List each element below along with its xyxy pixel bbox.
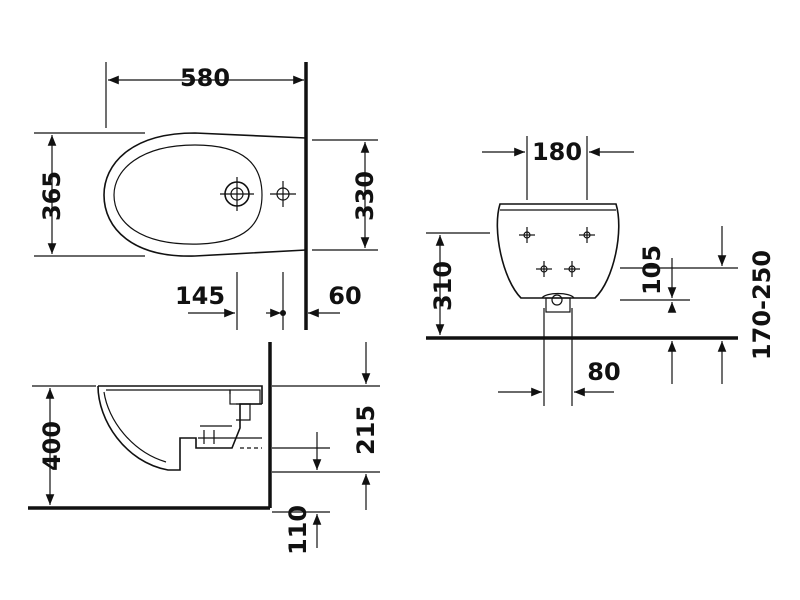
dim-side-height: 400 <box>38 421 66 471</box>
dim-front-drain-width: 80 <box>587 358 620 386</box>
dim-top-depth: 365 <box>38 171 66 221</box>
top-view: 580 365 330 145 60 <box>34 62 379 330</box>
dim-top-tap-offset: 145 <box>175 282 225 310</box>
dim-front-drain-height: 105 <box>638 245 666 295</box>
fixing-cross-icon <box>519 227 595 277</box>
dim-front-tap-spacing: 180 <box>532 138 582 166</box>
dim-front-rim-height: 310 <box>429 261 457 311</box>
side-view-bowl-profile <box>97 385 263 471</box>
side-view: 400 215 110 <box>28 342 380 555</box>
dim-front-inlet-range: 170-250 <box>748 250 776 360</box>
dim-side-bottom-gap: 110 <box>284 505 312 555</box>
dim-side-drain-height: 215 <box>352 405 380 455</box>
front-view: 180 310 105 170-250 80 <box>426 136 776 406</box>
dim-top-width: 580 <box>180 64 230 92</box>
top-view-inner-bowl <box>113 144 263 245</box>
dim-top-wall-offset: 60 <box>328 282 361 310</box>
dim-top-depth-to-wall: 330 <box>351 171 379 221</box>
top-view-outer-outline <box>103 132 307 257</box>
front-view-bowl <box>496 203 620 299</box>
